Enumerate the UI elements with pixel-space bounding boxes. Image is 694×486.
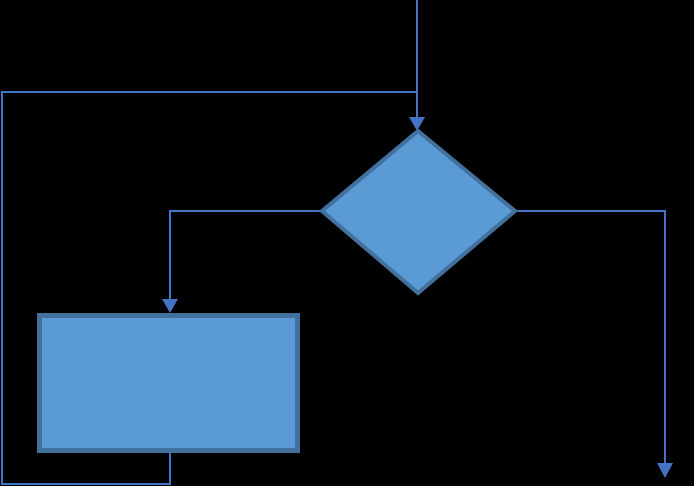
process-node[interactable] bbox=[37, 313, 300, 453]
inbound-top-arrowhead-icon bbox=[409, 117, 425, 131]
decision-right-branch-arrowhead-icon bbox=[657, 463, 673, 478]
decision-node[interactable] bbox=[318, 128, 519, 296]
loopback-connector[interactable] bbox=[1, 91, 417, 485]
process-node-shape[interactable] bbox=[37, 313, 300, 453]
decision-node-shape[interactable] bbox=[318, 128, 519, 296]
decision-right-branch-connector[interactable] bbox=[515, 210, 666, 466]
node-layer bbox=[37, 128, 519, 453]
decision-left-branch-connector[interactable] bbox=[169, 210, 322, 302]
decision-left-branch-arrowhead-icon bbox=[162, 299, 178, 313]
connector-layer bbox=[1, 0, 673, 485]
